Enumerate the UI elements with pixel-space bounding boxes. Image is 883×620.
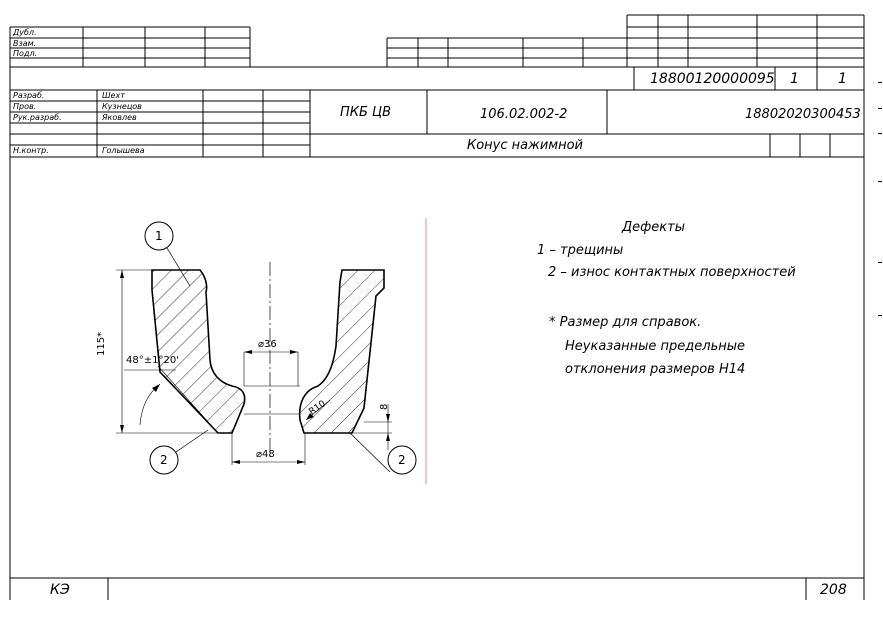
- page-number: 208: [820, 582, 847, 598]
- callout-circle-2-left: [149, 445, 179, 475]
- edge-mark: [878, 82, 882, 83]
- doc-number: 18800120000095: [650, 71, 775, 87]
- defect-2: 2 – износ контактных поверхностей: [548, 265, 796, 280]
- defects-title: Дефекты: [622, 220, 685, 235]
- sheets-total: 1: [838, 71, 847, 87]
- role-developer: Разраб.: [13, 91, 45, 100]
- edge-mark: [878, 315, 882, 316]
- role-norm-control: Н.контр.: [13, 146, 49, 155]
- callout-circle-1: [144, 221, 174, 251]
- dim-d48: ⌀48: [256, 449, 275, 460]
- note-reference-size: * Размер для справок.: [549, 315, 702, 330]
- edge-mark: [878, 181, 882, 182]
- part-code: 18802020300453: [745, 107, 861, 122]
- edge-mark: [878, 262, 882, 263]
- note-tolerances-1: Неуказанные предельные: [565, 339, 746, 354]
- part-name: Конус нажимной: [467, 138, 583, 153]
- callout-2-left-label: 2: [160, 453, 168, 467]
- designation: 106.02.002-2: [480, 107, 568, 122]
- callout-2-right-label: 2: [398, 453, 406, 467]
- defect-1: 1 – трещины: [537, 243, 624, 258]
- dim-d36: ⌀36: [258, 339, 277, 350]
- dim-angle-48: 48°±1°20': [126, 355, 179, 366]
- name-norm-control: Голышева: [102, 146, 145, 155]
- callout-circle-2-right: [387, 445, 417, 475]
- name-developer: Шехт: [102, 91, 125, 100]
- organization: ПКБ ЦВ: [340, 105, 392, 120]
- note-tolerances-2: отклонения размеров Н14: [565, 362, 746, 377]
- section-right: [298, 269, 385, 434]
- role-checker: Пров.: [13, 102, 37, 111]
- sheet-number: 1: [790, 71, 799, 87]
- dim-8: 8: [379, 403, 390, 410]
- section-left: [151, 269, 246, 434]
- name-checker: Кузнецов: [102, 102, 142, 111]
- sign-label-vzam: Взам.: [13, 39, 37, 48]
- doc-type: КЭ: [50, 582, 70, 598]
- dim-height-115: 115*: [96, 331, 107, 356]
- sign-label-podl: Подл.: [13, 49, 38, 58]
- sign-label-dubl: Дубл.: [13, 28, 37, 37]
- name-lead: Яковлев: [102, 113, 137, 122]
- edge-mark: [878, 133, 882, 134]
- edge-mark: [878, 108, 882, 109]
- callout-1-label: 1: [155, 229, 163, 243]
- role-lead: Рук.разраб.: [13, 113, 62, 122]
